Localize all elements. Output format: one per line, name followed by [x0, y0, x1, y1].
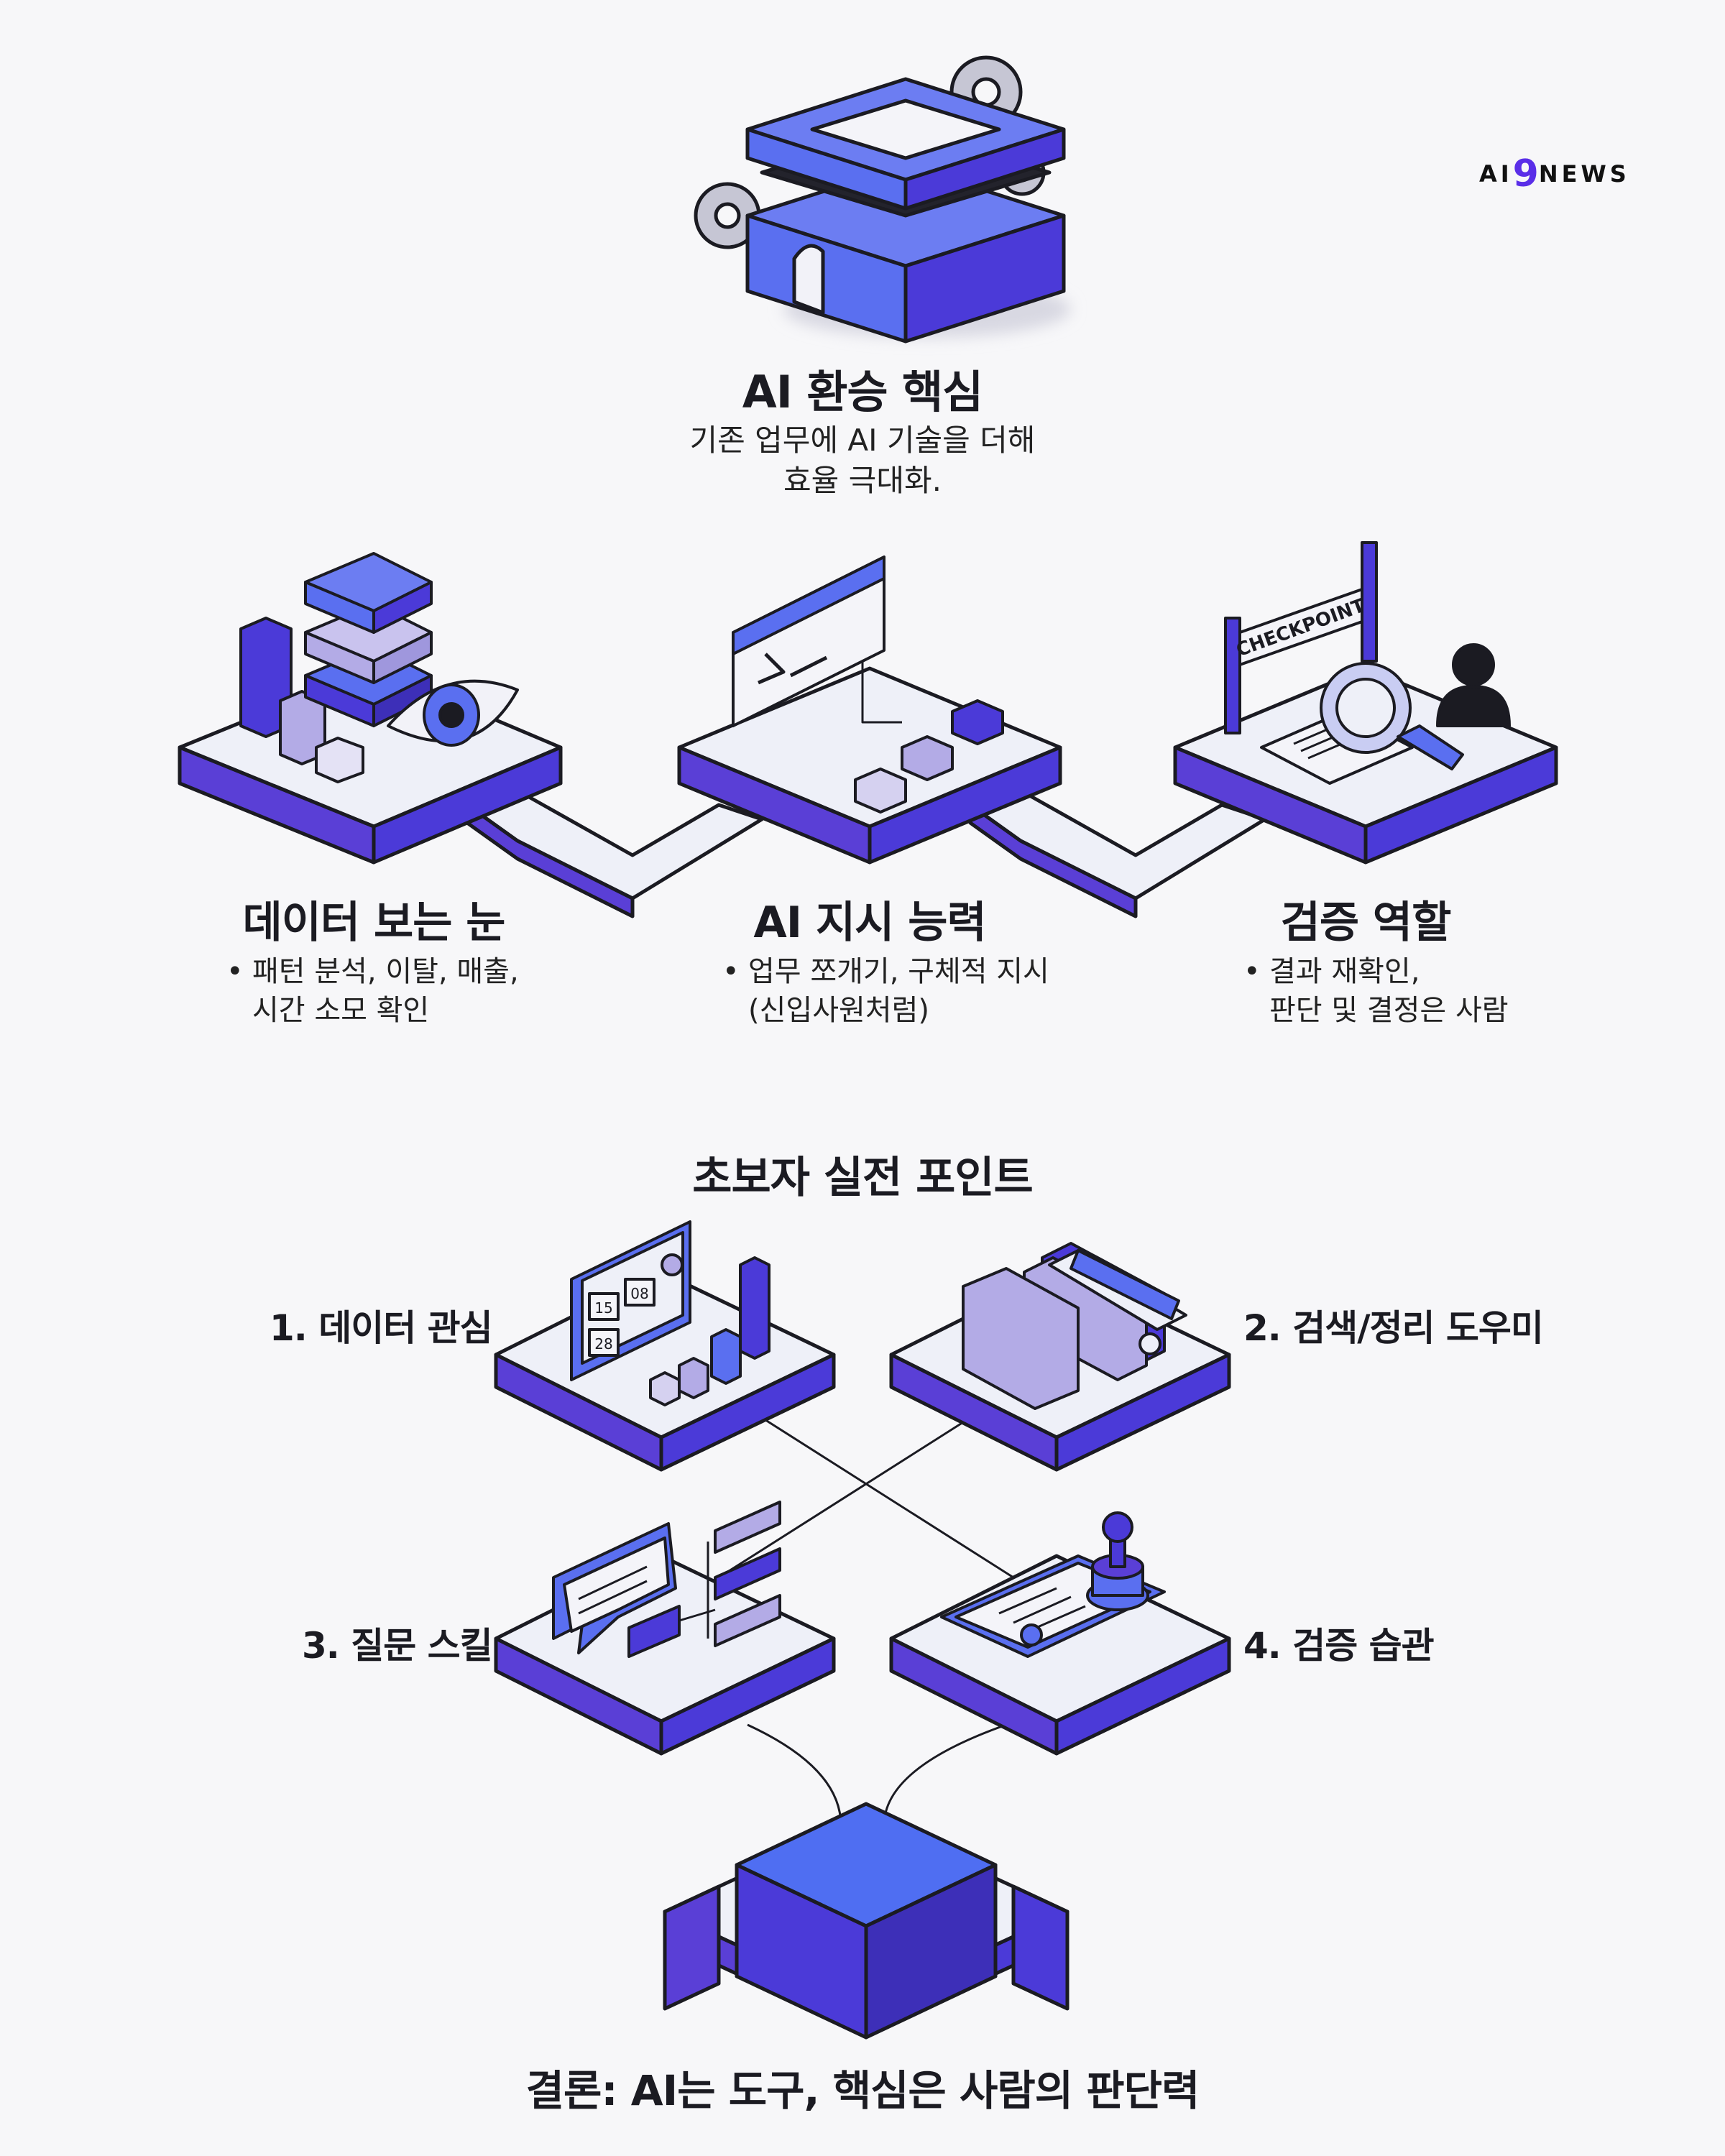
bullet-line: (신입사원처럼) [748, 994, 930, 1027]
hero-description-line: 기존 업무에 AI 기술을 더해 [689, 423, 1036, 458]
bullet-dot: • [1243, 955, 1261, 988]
terminal-icon [758, 653, 828, 685]
pillar-title-verify: 검증 역할 [1280, 898, 1452, 948]
data-eye-illustration [239, 552, 519, 783]
logo-nine: 9 [1512, 152, 1539, 195]
folder-search-icon [962, 1242, 1187, 1410]
person-icon [1436, 643, 1511, 727]
bullet-dot: • [722, 955, 740, 988]
bullet-line: 결과 재확인, [1269, 955, 1420, 988]
hero-chip-icon [694, 55, 1071, 344]
hero-title: AI 환승 핵심 [742, 366, 983, 418]
calendar-number: 15 [594, 1299, 612, 1317]
terminal-illustration [732, 556, 1004, 814]
bullet-line: 판단 및 결정은 사람 [1269, 994, 1509, 1027]
point-label-2: 2. 검색/정리 도우미 [1243, 1307, 1544, 1349]
bullet-line: 업무 쪼개기, 구체적 지시 [748, 955, 1049, 988]
conclusion-text: 결론: AI는 도구, 핵심은 사람의 판단력 [525, 2066, 1200, 2115]
practice-heading: 초보자 실전 포인트 [692, 1153, 1033, 1203]
server-stack-icon [304, 552, 433, 727]
search-icon [1138, 1332, 1162, 1355]
bullet-dot: • [226, 955, 244, 988]
pillar-title-data: 데이터 보는 눈 [242, 898, 506, 948]
pillar-bullet-verify: •결과 재확인, 판단 및 결정은 사람 [1243, 952, 1509, 1030]
point-label-1: 1. 데이터 관심 [270, 1307, 493, 1349]
point-label-4: 4. 검증 습관 [1243, 1625, 1435, 1667]
logo-text-news: NEWS [1538, 160, 1630, 188]
brand-logo: AI9NEWS [1479, 152, 1630, 195]
checkpoint-sign [1238, 588, 1363, 666]
pillar-bullet-data: •패턴 분석, 이탈, 매출, 시간 소모 확인 [226, 952, 519, 1030]
chat-bubble-icon [552, 1501, 781, 1658]
dashboard-icon [570, 1220, 770, 1406]
checklist-stamp-icon [940, 1511, 1166, 1658]
connector-bridge [465, 788, 1267, 918]
logo-text-ai: AI [1479, 160, 1513, 188]
pillar-bullet-ai: •업무 쪼개기, 구체적 지시 (신입사원처럼) [722, 952, 1049, 1030]
bar-chart-icon [239, 617, 364, 783]
core-chip-icon [663, 1802, 1070, 2040]
hero-description: 기존 업무에 AI 기술을 더해 효율 극대화. [575, 420, 1150, 501]
calendar-number: 28 [594, 1335, 612, 1353]
bullet-line: 패턴 분석, 이탈, 매출, [252, 955, 519, 988]
calendar-number: 08 [630, 1285, 648, 1302]
hero-description-line: 효율 극대화. [783, 463, 942, 498]
pillar-title-ai: AI 지시 능력 [753, 898, 986, 948]
magnifier-icon [1320, 662, 1464, 770]
point-label-3: 3. 질문 스킬 [302, 1625, 493, 1667]
stamp-icon [1086, 1511, 1149, 1611]
verify-illustration [1224, 541, 1511, 785]
eye-icon [387, 679, 519, 747]
cube-icon [854, 699, 1004, 814]
bullet-line: 시간 소모 확인 [252, 994, 430, 1027]
